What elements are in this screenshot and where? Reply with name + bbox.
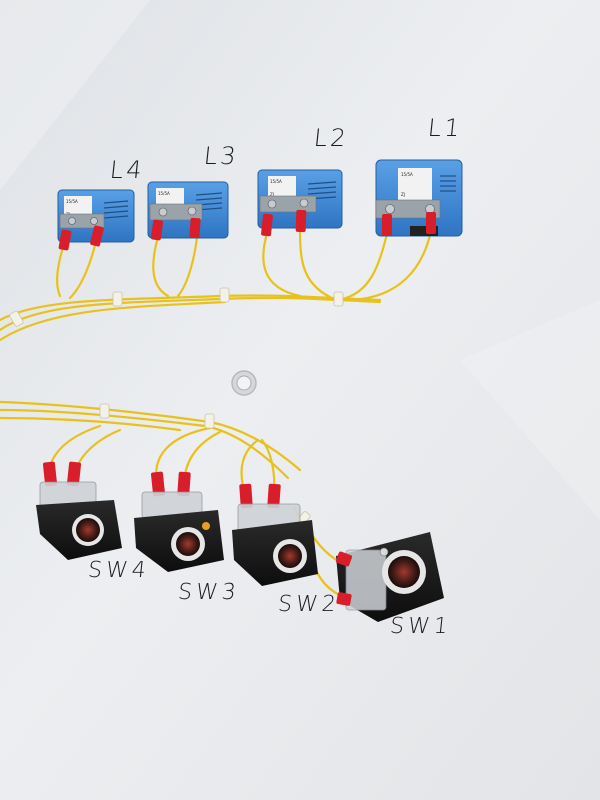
label-l2: L2 <box>312 124 351 152</box>
svg-text:15/5A: 15/5A <box>270 179 282 184</box>
label-l1: L1 <box>426 114 465 142</box>
mounting-screw <box>231 370 257 396</box>
upper-cable-ties <box>9 287 344 327</box>
current-sensor-l1: 15/5A ZJ <box>375 159 463 237</box>
label-sw1: SW1 <box>388 614 454 639</box>
rotary-switch-sw4 <box>36 461 122 560</box>
label-l3: L3 <box>202 142 241 170</box>
lower-cable-ties <box>99 403 311 525</box>
svg-text:15/5A: 15/5A <box>401 172 413 177</box>
current-sensor-l2: 15/5A ZJ <box>257 169 343 237</box>
label-sw2: SW2 <box>276 592 342 617</box>
rotary-switch-sw1 <box>335 532 444 622</box>
rotary-switch-sw2 <box>232 483 318 586</box>
current-sensor-l4: 15/5A ZJ <box>57 189 135 251</box>
svg-text:ZJ: ZJ <box>270 192 274 197</box>
label-sw3: SW3 <box>176 580 242 605</box>
label-sw4: SW4 <box>86 558 152 583</box>
rotary-switch-sw3 <box>134 471 224 572</box>
current-sensor-l3: 15/5A ZJ <box>147 181 229 241</box>
svg-text:15/5A: 15/5A <box>158 191 170 196</box>
label-l4: L4 <box>108 156 147 184</box>
svg-text:ZJ: ZJ <box>401 192 405 197</box>
svg-text:15/5A: 15/5A <box>66 199 78 204</box>
